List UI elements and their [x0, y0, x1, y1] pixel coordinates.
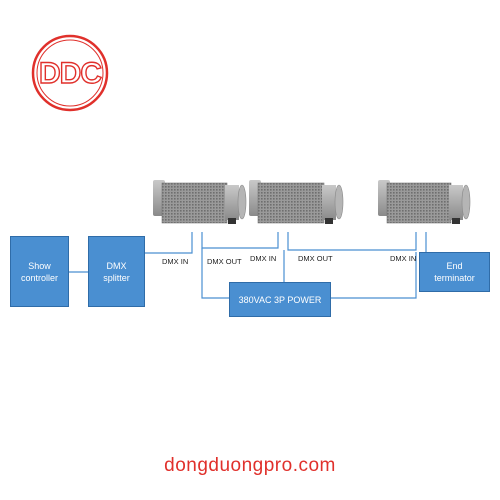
power-box: 380VAC 3P POWER [229, 282, 331, 317]
power-label: 380VAC 3P POWER [238, 294, 322, 305]
dmx-in-label-1: DMX IN [162, 257, 189, 266]
website-url: dongduongpro.com [164, 455, 336, 476]
end-terminator-label: End terminator [434, 261, 475, 283]
show-controller-label: Show controller [20, 260, 58, 283]
power-lines [201, 248, 417, 299]
dmx-splitter-box: DMX splitter [88, 236, 145, 307]
dmx-in-label-3: DMX IN [390, 254, 417, 263]
dmx-lines [69, 232, 427, 273]
dmx-out-label-1: DMX OUT [207, 257, 242, 266]
dmx-in-label-2: DMX IN [250, 254, 277, 263]
dmx-out-label-2: DMX OUT [298, 254, 333, 263]
dmx-splitter-label: DMX splitter [103, 260, 130, 283]
fixture-3 [378, 180, 471, 224]
fixture-1 [153, 180, 247, 224]
fixture-2 [249, 180, 344, 224]
ddc-logo: DDC [31, 34, 109, 112]
logo-text: DDC [39, 57, 101, 90]
show-controller-box: Show controller [10, 236, 69, 307]
end-terminator-box: End terminator [419, 252, 490, 292]
